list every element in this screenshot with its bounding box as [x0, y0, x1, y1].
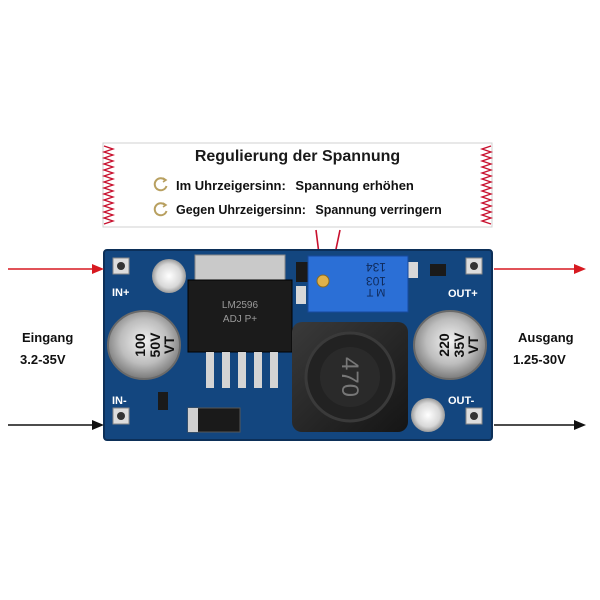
inductor-marking: 470 — [336, 357, 363, 397]
pot-marking-2: M T — [366, 286, 385, 298]
out-plus-label: OUT+ — [448, 288, 478, 300]
input-cap-series: VT — [161, 336, 177, 354]
input-minus-arrow — [8, 420, 104, 430]
out-minus-label: OUT- — [448, 395, 475, 407]
mounting-hole-top-left — [152, 259, 186, 293]
input-cap-voltage: 50V — [147, 332, 163, 358]
input-cap-value: 100 — [132, 333, 148, 357]
clockwise-instruction: Im Uhrzeigersinn: Spannung erhöhen — [176, 178, 414, 193]
in-minus-label: IN- — [112, 395, 127, 407]
counterclockwise-rotation-icon — [153, 202, 168, 217]
ic-heat-tab — [194, 254, 286, 284]
output-cap-voltage: 35V — [451, 332, 467, 358]
output-cap-series: VT — [465, 336, 481, 354]
output-minus-arrow — [494, 420, 586, 430]
callout-title: Regulierung der Spannung — [194, 148, 401, 165]
callout-border — [101, 142, 494, 228]
adjustment-callout: Regulierung der Spannung Im Uhrzeigersin… — [100, 140, 495, 230]
mounting-hole-bottom-right — [411, 398, 445, 432]
output-capacitor: 220 35V VT — [413, 310, 487, 380]
voltage-regulator-ic — [187, 279, 293, 353]
output-label: Ausgang — [518, 330, 574, 345]
input-plus-arrow — [8, 264, 104, 274]
in-plus-label: IN+ — [112, 287, 129, 299]
pot-marking-1: 103 — [366, 274, 386, 288]
adjustment-screw — [316, 274, 330, 288]
input-range: 3.2-35V — [20, 352, 66, 367]
ic-marking-2: ADJ P+ — [223, 314, 257, 325]
output-cap-value: 220 — [436, 333, 452, 357]
pot-marking-3: 134 — [366, 260, 386, 274]
output-range: 1.25-30V — [513, 352, 566, 367]
clockwise-rotation-icon — [153, 177, 168, 192]
input-label: Eingang — [22, 330, 74, 345]
output-plus-arrow — [494, 264, 586, 274]
ic-marking-1: LM2596 — [222, 300, 259, 311]
counterclockwise-instruction: Gegen Uhrzeigersinn: Spannung verringern — [176, 203, 442, 217]
input-capacitor: 100 50V VT — [107, 310, 181, 380]
